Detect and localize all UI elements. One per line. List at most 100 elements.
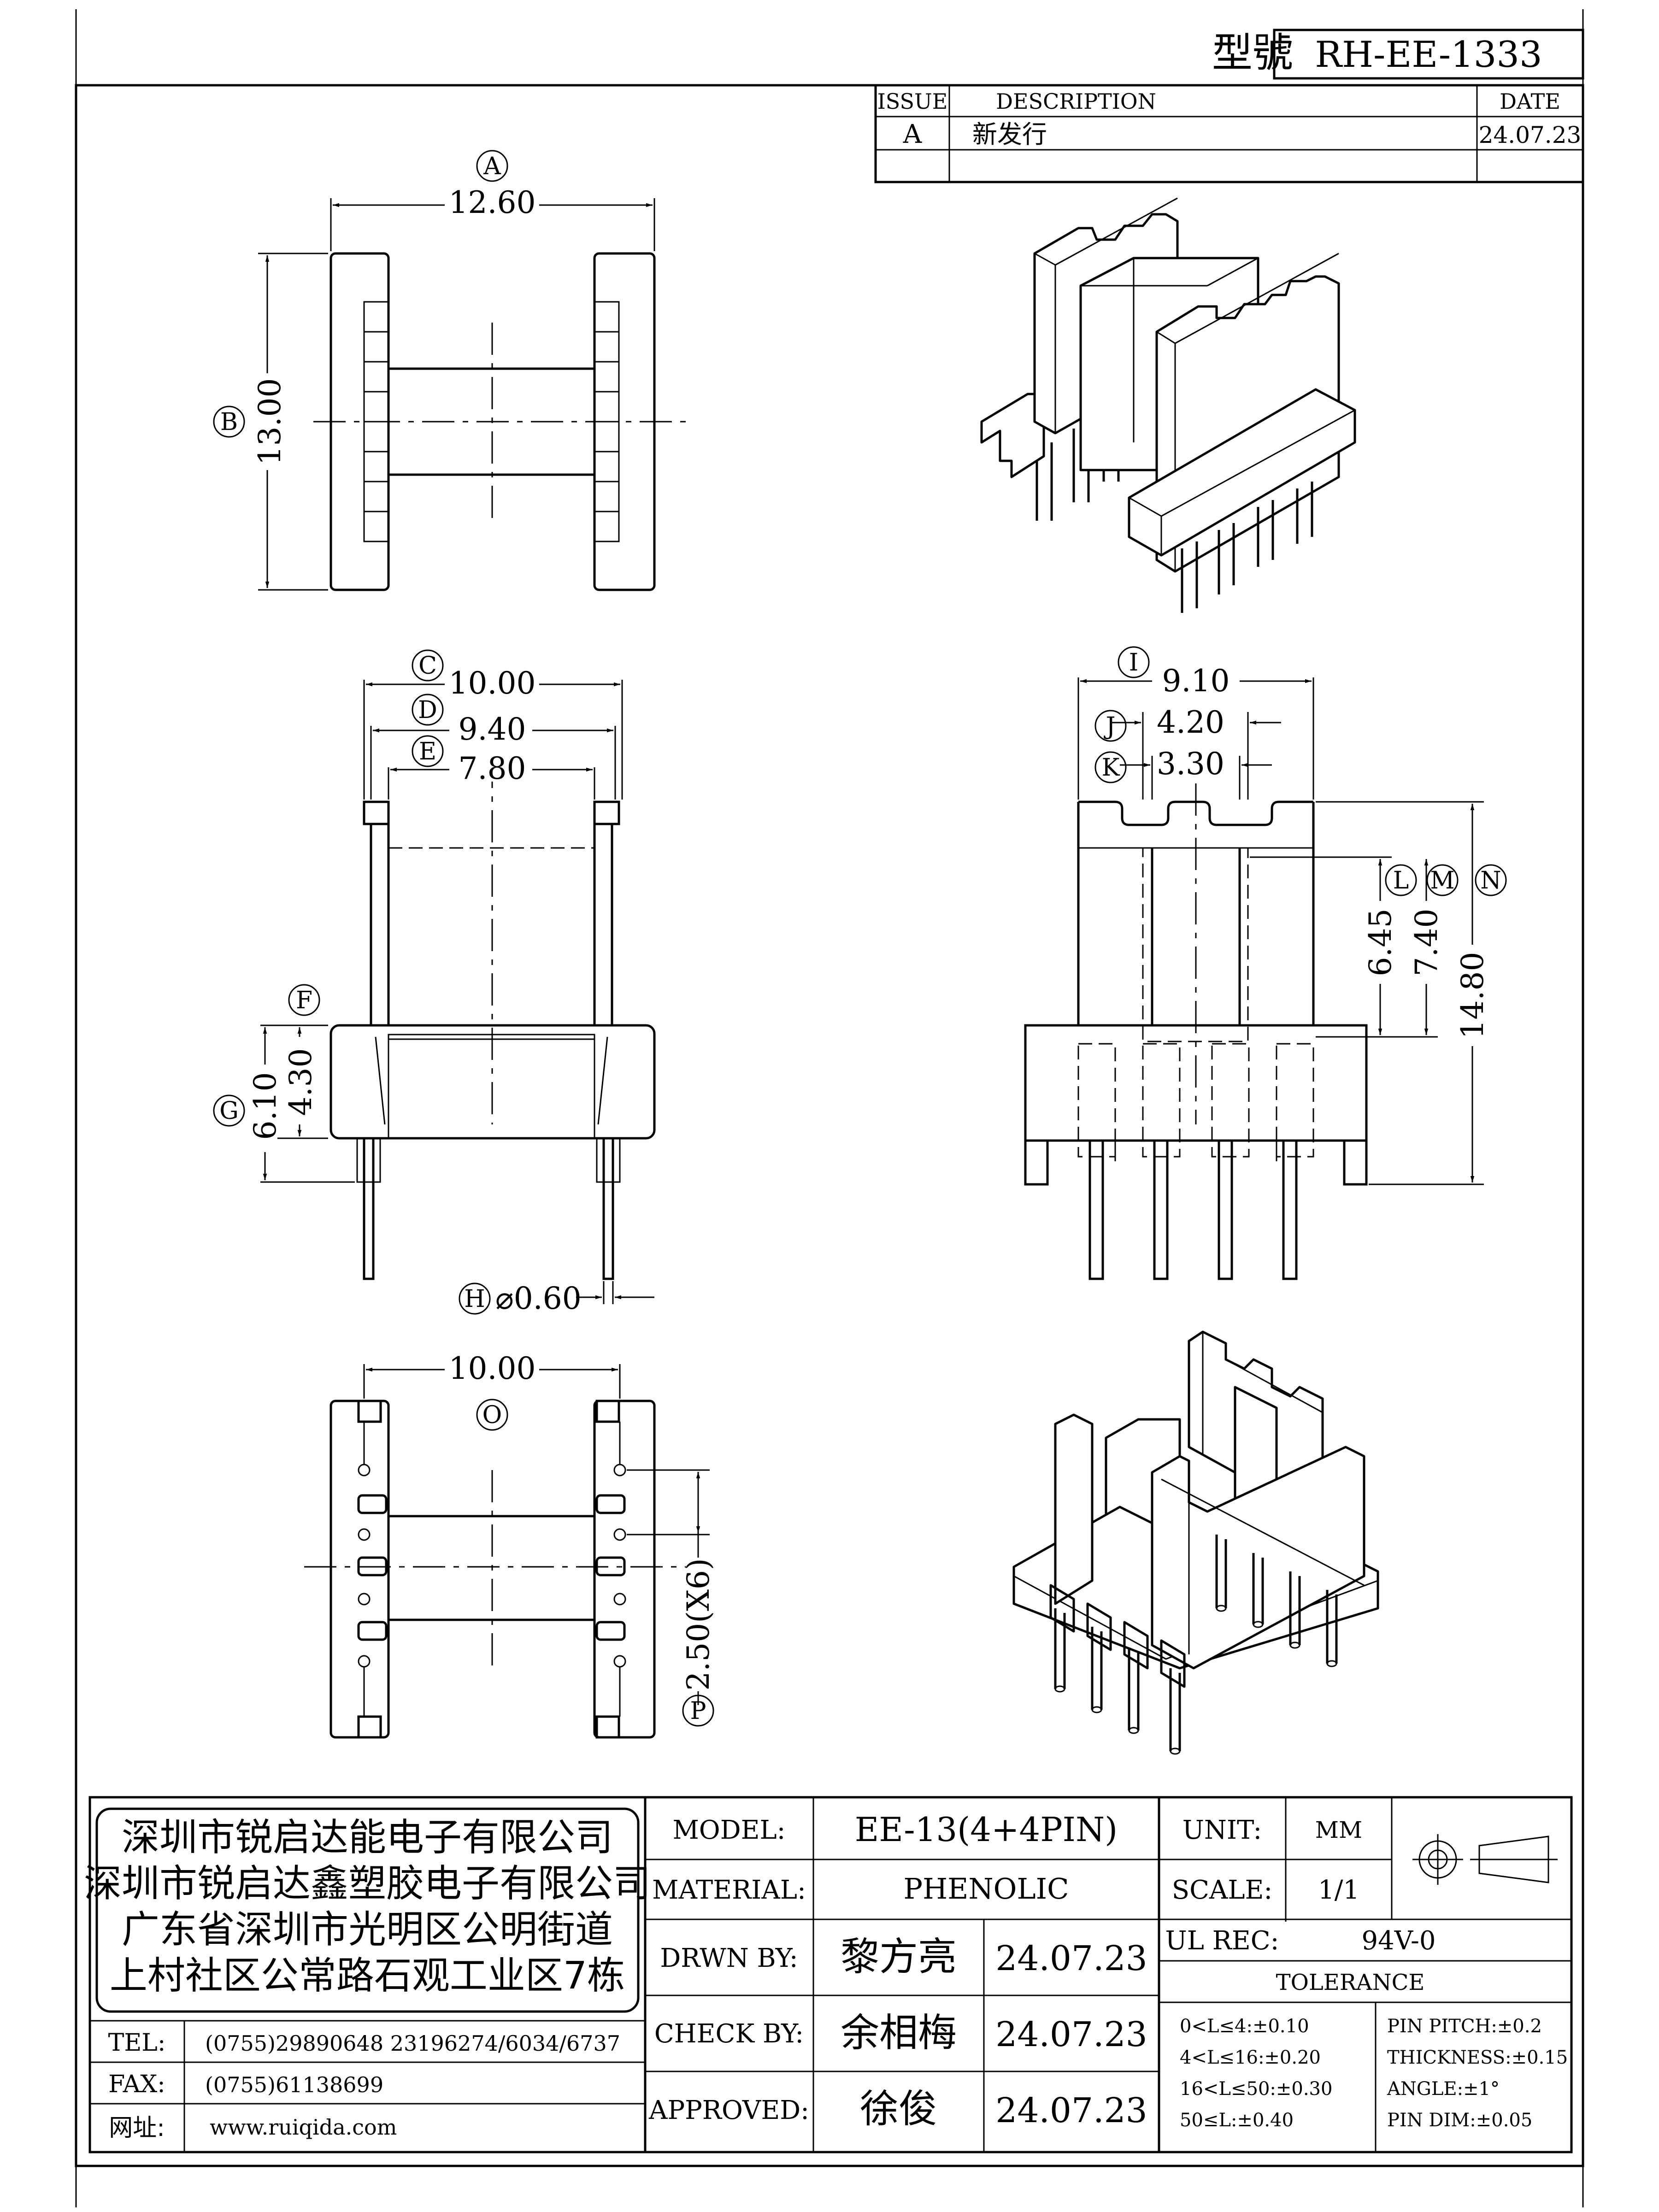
svg-text:G: G xyxy=(219,1097,239,1125)
scale-value: 1/1 xyxy=(1318,1875,1359,1905)
iso-view-bottom xyxy=(1012,1330,1379,1755)
dim-d: D 9.40 xyxy=(412,694,532,747)
svg-text:7.40: 7.40 xyxy=(1409,909,1444,977)
company-line-2: 深圳市锐启达鑫塑胶电子有限公司 xyxy=(84,1862,651,1906)
svg-text:B: B xyxy=(220,408,238,436)
rev-col-issue: ISSUE xyxy=(877,89,948,114)
dim-c: C 10.00 xyxy=(412,649,539,701)
web-value: www.ruiqida.com xyxy=(210,2115,397,2140)
company-line-1: 深圳市锐启达能电子有限公司 xyxy=(122,1816,613,1859)
rev-issue: A xyxy=(903,119,922,149)
svg-text:E: E xyxy=(419,738,436,765)
svg-text:7.80: 7.80 xyxy=(459,751,526,786)
svg-text:14.80: 14.80 xyxy=(1455,952,1490,1039)
dim-b: B 13.00 xyxy=(213,373,288,470)
tolerance-left-4: 50≤L:±0.40 xyxy=(1180,2110,1294,2131)
rev-description: 新发行 xyxy=(972,120,1047,149)
tel-value: (0755)29890648 23196274/6034/6737 xyxy=(205,2031,620,2056)
projection-symbol-icon xyxy=(1412,1834,1558,1885)
dim-n: N 14.80 xyxy=(1455,864,1507,1046)
tel-label: TEL: xyxy=(108,2029,166,2057)
rev-col-date: DATE xyxy=(1500,89,1560,114)
dim-o: 10.00 O xyxy=(445,1351,539,1431)
dim-i: I 9.10 xyxy=(1118,646,1240,699)
svg-text:K: K xyxy=(1102,754,1120,782)
svg-text:F: F xyxy=(296,987,312,1014)
model-field-value: EE-13(4+4PIN) xyxy=(855,1810,1118,1849)
tolerance-right-4: PIN DIM:±0.05 xyxy=(1387,2110,1532,2131)
svg-text:H: H xyxy=(464,1285,485,1313)
svg-text:L: L xyxy=(1393,867,1409,894)
svg-text:⌀0.60: ⌀0.60 xyxy=(495,1281,582,1316)
svg-text:N: N xyxy=(1480,867,1501,894)
dim-k: K 3.30 xyxy=(1094,746,1224,783)
drawn-date: 24.07.23 xyxy=(995,1939,1147,1978)
iso-view-top xyxy=(980,197,1356,613)
model-field-label: MODEL: xyxy=(672,1815,785,1845)
approved-name: 徐俊 xyxy=(860,2086,937,2131)
model-label: 型號 xyxy=(1212,29,1293,76)
drawn-name: 黎方亮 xyxy=(841,1934,957,1979)
svg-text:3.30: 3.30 xyxy=(1157,746,1224,782)
unit-label: UNIT: xyxy=(1182,1815,1262,1845)
check-date: 24.07.23 xyxy=(995,2015,1147,2054)
svg-text:P: P xyxy=(690,1697,706,1725)
drawn-label: DRWN BY: xyxy=(660,1943,798,1973)
svg-text:13.00: 13.00 xyxy=(252,378,288,465)
svg-text:6.10: 6.10 xyxy=(247,1072,283,1140)
tolerance-left-1: 0<L≤4:±0.10 xyxy=(1180,2016,1309,2037)
tolerance-left-3: 16<L≤50:±0.30 xyxy=(1180,2078,1332,2100)
company-line-4: 上村社区公常路石观工业区7栋 xyxy=(110,1954,625,1998)
model-number: RH-EE-1333 xyxy=(1315,34,1542,76)
svg-text:10.00: 10.00 xyxy=(449,665,536,701)
ul-label: UL REC: xyxy=(1165,1926,1279,1956)
svg-text:4.20: 4.20 xyxy=(1157,705,1224,740)
svg-text:J: J xyxy=(1104,712,1116,740)
svg-text:2.50(X6): 2.50(X6) xyxy=(681,1558,716,1690)
tolerance-right-1: PIN PITCH:±0.2 xyxy=(1387,2016,1542,2037)
fax-value: (0755)61138699 xyxy=(205,2072,383,2097)
tolerance-right-3: ANGLE:±1° xyxy=(1387,2078,1500,2100)
dim-a: A 12.60 xyxy=(445,150,539,220)
tolerance-left-2: 4<L≤16:±0.20 xyxy=(1180,2047,1321,2068)
fax-label: FAX: xyxy=(108,2071,165,2098)
check-label: CHECK BY: xyxy=(654,2019,804,2049)
material-label: MATERIAL: xyxy=(652,1875,806,1905)
approved-date: 24.07.23 xyxy=(995,2091,1147,2130)
front-view xyxy=(260,680,656,1304)
dim-l: L 6.45 xyxy=(1363,864,1417,984)
ul-value: 94V-0 xyxy=(1361,1926,1435,1956)
svg-text:M: M xyxy=(1430,867,1454,894)
svg-text:A: A xyxy=(483,153,501,180)
dim-h: H ⌀0.60 xyxy=(459,1281,582,1316)
dim-j: J 4.20 xyxy=(1094,705,1224,742)
unit-value: MM xyxy=(1315,1817,1362,1843)
approved-label: APPROVED: xyxy=(648,2095,809,2125)
svg-text:9.40: 9.40 xyxy=(459,712,526,747)
svg-text:O: O xyxy=(482,1401,502,1429)
material-value: PHENOLIC xyxy=(903,1872,1069,1906)
rev-date: 24.07.23 xyxy=(1479,122,1582,148)
dim-g: G 6.10 xyxy=(213,1065,283,1152)
rev-col-description: DESCRIPTION xyxy=(996,89,1156,114)
tolerance-right-2: THICKNESS:±0.15 xyxy=(1387,2047,1568,2068)
top-view xyxy=(258,198,687,591)
check-name: 余相梅 xyxy=(841,2010,957,2055)
scale-label: SCALE: xyxy=(1172,1875,1273,1905)
dim-f: F 4.30 xyxy=(283,984,320,1124)
svg-text:I: I xyxy=(1129,649,1139,677)
web-label: 网址: xyxy=(109,2114,165,2142)
revision-table: ISSUE DESCRIPTION DATE A 新发行 24.07.23 xyxy=(874,84,1584,183)
dim-e: E 7.80 xyxy=(412,735,532,786)
svg-text:6.45: 6.45 xyxy=(1363,909,1398,977)
model-number-box: 型號 RH-EE-1333 xyxy=(1212,29,1584,80)
tolerance-title: TOLERANCE xyxy=(1276,1970,1425,1995)
dim-m: M 7.40 xyxy=(1409,864,1459,984)
svg-text:C: C xyxy=(418,652,437,680)
svg-text:12.60: 12.60 xyxy=(449,185,536,220)
svg-text:10.00: 10.00 xyxy=(449,1351,536,1386)
dim-p: 2.50(X6) P xyxy=(681,1558,716,1727)
svg-text:D: D xyxy=(418,696,437,724)
company-line-3: 广东省深圳市光明区公明街道 xyxy=(122,1908,613,1952)
